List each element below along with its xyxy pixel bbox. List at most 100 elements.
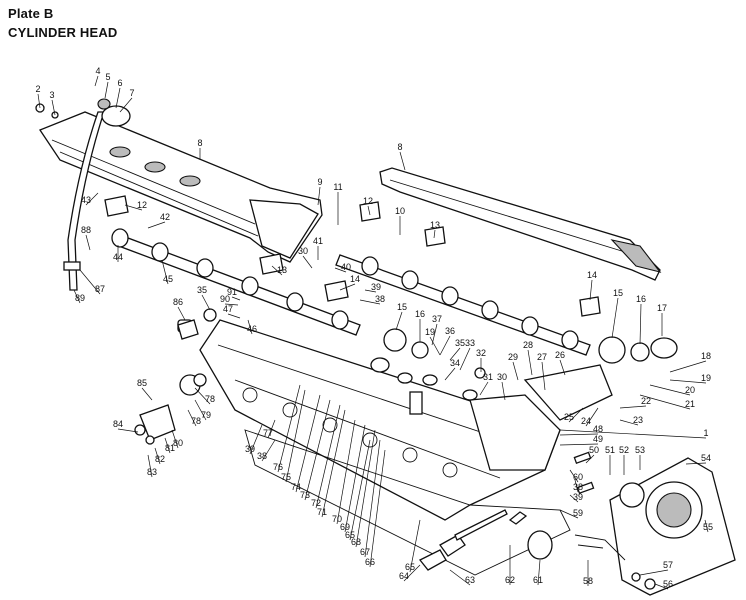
callout-label-c50: 50: [589, 445, 599, 455]
callout-label-c42: 42: [160, 212, 170, 222]
leader-line-c21: [639, 394, 691, 410]
callout-label-c32: 32: [476, 348, 486, 358]
leader-line-c55: [704, 519, 709, 533]
pipes-right: [573, 451, 626, 561]
callout-label-c57: 57: [663, 560, 673, 570]
callout-label-c76: 76: [273, 462, 283, 472]
diagram-title: CYLINDER HEAD: [8, 25, 118, 40]
leader-line-c34: [444, 367, 456, 381]
callout-label-c7: 7: [129, 88, 134, 98]
leader-line-c72: [315, 404, 341, 509]
callout-label-c90: 90: [220, 294, 230, 304]
leader-line-c83: [147, 454, 153, 478]
callout-label-c34: 34: [450, 358, 460, 368]
callout-label-c62: 62: [505, 575, 515, 585]
left-fittings: [134, 319, 207, 445]
callout-label-c75: 75: [281, 472, 291, 482]
leader-line-c43: [85, 192, 99, 206]
callout-label-c24: 24: [581, 416, 591, 426]
callout-label-c20: 20: [685, 385, 695, 395]
leader-line-c28: [527, 349, 533, 376]
callout-label-c35a: 35: [455, 338, 465, 348]
callout-label-c37: 37: [432, 314, 442, 324]
leader-line-c91: [231, 296, 241, 301]
leader-line-c39a: [364, 289, 377, 293]
left-camshaft-cover: [39, 111, 323, 263]
callout-label-c25: 25: [564, 412, 574, 422]
leader-line-c19a: [669, 379, 707, 384]
leader-line-c60: [569, 469, 579, 483]
leader-line-c9: [317, 186, 321, 206]
callout-label-c64: 64: [399, 571, 409, 581]
callout-label-c29: 29: [508, 352, 518, 362]
exhaust-camshaft: [111, 228, 361, 336]
filler-cap: [97, 98, 131, 127]
callout-label-c78b: 78: [191, 416, 201, 426]
leader-line-c40: [334, 267, 347, 273]
leader-line-c15b: [395, 311, 403, 331]
callout-label-c39a: 39: [371, 282, 381, 292]
callout-label-c45: 45: [163, 274, 173, 284]
leader-line-c65b: [349, 439, 371, 541]
leader-line-c6: [115, 87, 121, 109]
leader-line-c75: [285, 389, 306, 483]
leader-line-c25: [568, 407, 584, 423]
callout-label-c30b: 30: [298, 246, 308, 256]
leader-line-c13a: [433, 229, 436, 239]
leader-line-c78a: [194, 387, 211, 405]
leader-line-c85: [141, 387, 153, 401]
leader-line-c2: [37, 93, 41, 109]
callout-label-c80: 80: [173, 438, 183, 448]
callout-label-c13b: 13: [277, 265, 287, 275]
callout-label-c6: 6: [117, 78, 122, 88]
callout-label-c17: 17: [657, 303, 667, 313]
callout-label-c21: 21: [685, 399, 695, 409]
leader-line-c68: [355, 429, 376, 548]
callout-label-c8a: 8: [197, 138, 202, 148]
leader-line-c7: [119, 97, 133, 113]
leader-line-c35b: [201, 294, 211, 311]
leader-line-c8b: [399, 151, 406, 171]
callout-label-c49: 49: [593, 434, 603, 444]
callout-label-c78a: 78: [205, 394, 215, 404]
leader-line-c37: [431, 323, 438, 346]
callout-label-c46: 46: [247, 324, 257, 334]
leader-line-c67: [364, 439, 381, 558]
callout-label-c43: 43: [81, 195, 91, 205]
callout-label-c8b: 8: [397, 142, 402, 152]
leader-line-c36: [439, 335, 451, 356]
leader-line-c71: [321, 409, 346, 518]
leader-line-c81: [164, 437, 171, 454]
callout-label-c70: 70: [332, 514, 342, 524]
leader-line-c90: [224, 303, 239, 306]
callout-label-c15a: 15: [613, 288, 623, 298]
callout-label-c19a: 19: [701, 373, 711, 383]
leader-line-c87: [79, 269, 101, 295]
leader-line-c84: [117, 428, 139, 433]
leader-line-c89: [73, 289, 81, 304]
leader-line-c39b: [249, 424, 263, 455]
leader-line-c26: [559, 359, 566, 376]
callout-label-c63: 63: [465, 575, 475, 585]
leader-line-c45: [161, 259, 169, 285]
callout-label-c72: 72: [311, 498, 321, 508]
callout-label-c22: 22: [641, 396, 651, 406]
callout-label-c14a: 14: [587, 270, 597, 280]
cylinder-head: [199, 319, 613, 521]
callout-label-c53: 53: [635, 445, 645, 455]
leader-line-c48: [559, 433, 599, 436]
leader-line-c38a: [359, 299, 381, 305]
leader-line-c24: [585, 407, 599, 427]
callout-label-c61: 61: [533, 575, 543, 585]
callout-label-c38a: 38: [375, 294, 385, 304]
callout-label-c65b: 65: [345, 530, 355, 540]
callout-label-c58: 58: [583, 576, 593, 586]
leader-line-c66: [369, 449, 386, 568]
leader-line-c16a: [639, 303, 642, 345]
leader-line-c13b: [271, 265, 283, 276]
callout-label-c33: 33: [465, 338, 475, 348]
callout-label-c69: 69: [340, 522, 350, 532]
callout-label-c3: 3: [49, 90, 54, 100]
leader-line-c4: [94, 75, 99, 87]
